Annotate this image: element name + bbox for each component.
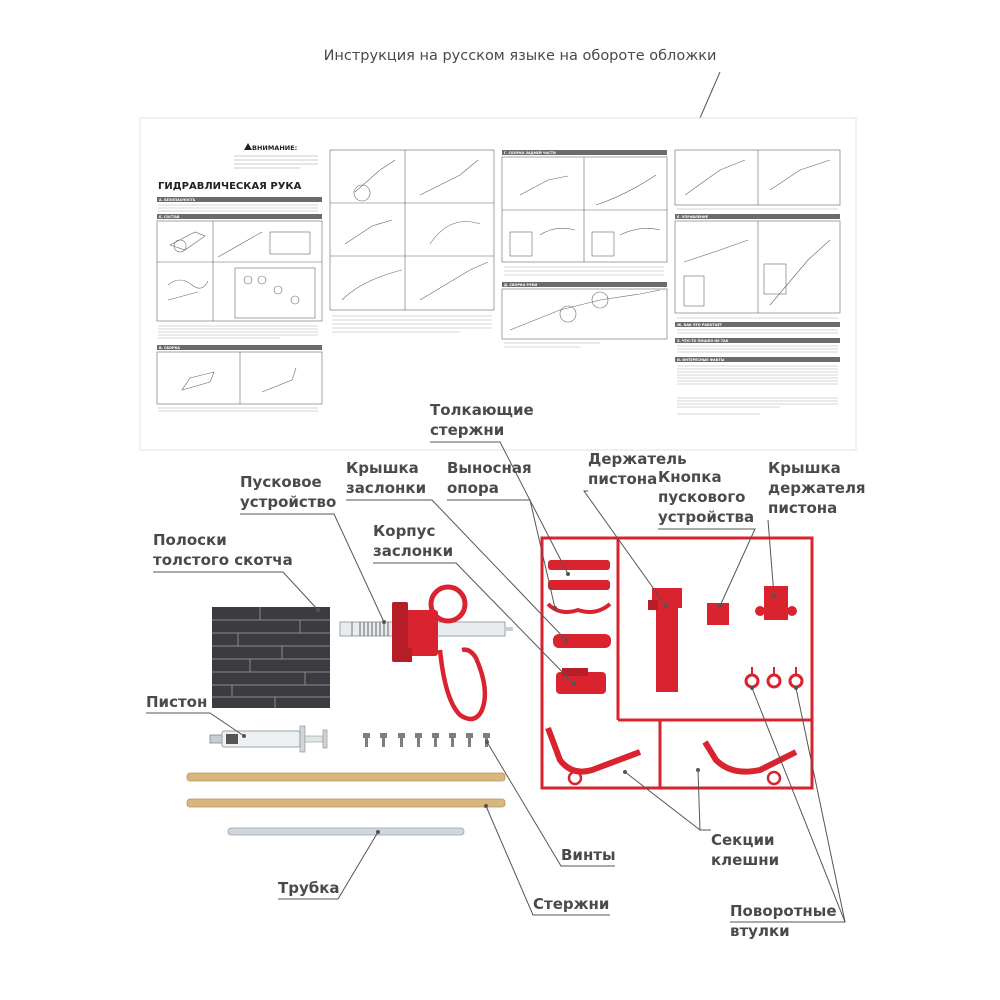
sheet-panel-3: Г. СБОРКА ЗАДНЕЙ ЧАСТИ Д. СБОРКА РУКИ: [501, 150, 668, 348]
sheet-header-back: Г. СБОРКА ЗАДНЕЙ ЧАСТИ: [504, 150, 556, 155]
tape-strips: [212, 607, 330, 708]
label-tape-strips: Полоски толстого скотча: [153, 531, 320, 612]
sheet-header-trouble: З. ЧТО-ТО ПОШЛО НЕ ТАК: [677, 339, 729, 343]
label-tube: Трубка: [278, 830, 380, 900]
label-gate-body-line1: Корпус: [373, 522, 435, 540]
label-piston-holder: Держатель пистона: [583, 450, 687, 608]
label-trigger-button-line2: пускового: [658, 488, 745, 506]
sheet-header-how: Ж. КАК ЭТО РАБОТАЕТ: [677, 323, 723, 327]
sheet-header-facts: И. ИНТЕРЕСНЫЕ ФАКТЫ: [677, 358, 725, 362]
sheet-header-arm: Д. СБОРКА РУКИ: [504, 283, 537, 287]
label-outrigger: Выносная опора: [447, 459, 557, 610]
label-piston-holder-cover: Крышка держателя пистона: [767, 459, 866, 598]
piston: [209, 725, 328, 753]
trigger-assembly: [339, 584, 513, 722]
label-piston-holder-line1: Держатель: [588, 450, 687, 468]
label-piston-text: Пистон: [146, 693, 207, 711]
label-piston-holder-line2: пистона: [588, 470, 657, 488]
label-outrigger-line2: опора: [447, 479, 499, 497]
label-trigger-button-line3: устройства: [658, 508, 754, 526]
rods: [186, 772, 506, 808]
sheet-header-control: Е. УПРАВЛЕНИЕ: [677, 215, 709, 219]
label-gate-cover-line1: Крышка: [346, 459, 419, 477]
sheet-panel-2: [329, 149, 495, 333]
label-tape-strips-line2: толстого скотча: [153, 551, 293, 569]
sheet-header-safety: А. БЕЗОПАСНОСТЬ: [159, 198, 196, 202]
label-pushing-rods-line2: стержни: [430, 421, 504, 439]
label-claw-sections-line2: клешни: [711, 851, 779, 869]
label-pushing-rods: Толкающие стержни: [430, 401, 570, 576]
label-gate-body: Корпус заслонки: [373, 522, 576, 686]
label-trigger-line1: Пусковое: [240, 473, 322, 491]
sheet-header-assembly: В. СБОРКА: [159, 346, 180, 350]
label-piston-holder-cover-line2: держателя: [768, 479, 866, 497]
top-note: Инструкция на русском языке на обороте о…: [324, 48, 717, 64]
label-tape-strips-line1: Полоски: [153, 531, 227, 549]
label-trigger-button-line1: Кнопка: [658, 468, 722, 486]
sheet-panel-1: ВНИМАНИЕ: ГИДРАВЛИЧЕСКАЯ РУКА А. БЕЗОПАС…: [156, 143, 323, 412]
label-rods-text: Стержни: [533, 895, 609, 913]
label-trigger: Пусковое устройство: [240, 473, 386, 624]
label-outrigger-line1: Выносная: [447, 459, 532, 477]
label-gate-cover-line2: заслонки: [346, 479, 426, 497]
tube: [227, 827, 465, 836]
label-trigger-line2: устройство: [240, 493, 336, 511]
label-claw-sections: Секции клешни: [623, 768, 779, 869]
label-gate-cover: Крышка заслонки: [346, 459, 568, 642]
label-pushing-rods-line1: Толкающие: [430, 401, 534, 419]
sheet-header-contents: Б. СОСТАВ: [159, 215, 180, 219]
sheet-warning-title: ВНИМАНИЕ:: [252, 144, 297, 152]
label-screws: Винты: [485, 740, 616, 867]
red-sprue: [540, 536, 814, 790]
sheet-panel-4: Е. УПРАВЛЕНИЕ Ж. КАК ЭТО РАБОТАЕТ З. ЧТО…: [674, 149, 841, 415]
label-piston-holder-cover-line3: пистона: [768, 499, 837, 517]
label-tube-text: Трубка: [278, 879, 340, 897]
screws: [363, 733, 490, 747]
label-piston-holder-cover-line1: Крышка: [768, 459, 841, 477]
label-swivel-bushings-line1: Поворотные: [730, 902, 837, 920]
label-trigger-button: Кнопка пускового устройства: [658, 468, 756, 608]
label-swivel-bushings-line2: втулки: [730, 922, 790, 940]
label-piston: Пистон: [146, 693, 246, 738]
label-gate-body-line2: заслонки: [373, 542, 453, 560]
label-rods: Стержни: [484, 804, 610, 916]
label-screws-text: Винты: [561, 846, 616, 864]
top-note-leader: [699, 71, 721, 119]
sheet-title: ГИДРАВЛИЧЕСКАЯ РУКА: [158, 181, 302, 192]
label-claw-sections-line1: Секции: [711, 831, 775, 849]
instruction-sheet: ВНИМАНИЕ: ГИДРАВЛИЧЕСКАЯ РУКА А. БЕЗОПАС…: [139, 117, 857, 451]
label-swivel-bushings: Поворотные втулки: [730, 686, 846, 940]
